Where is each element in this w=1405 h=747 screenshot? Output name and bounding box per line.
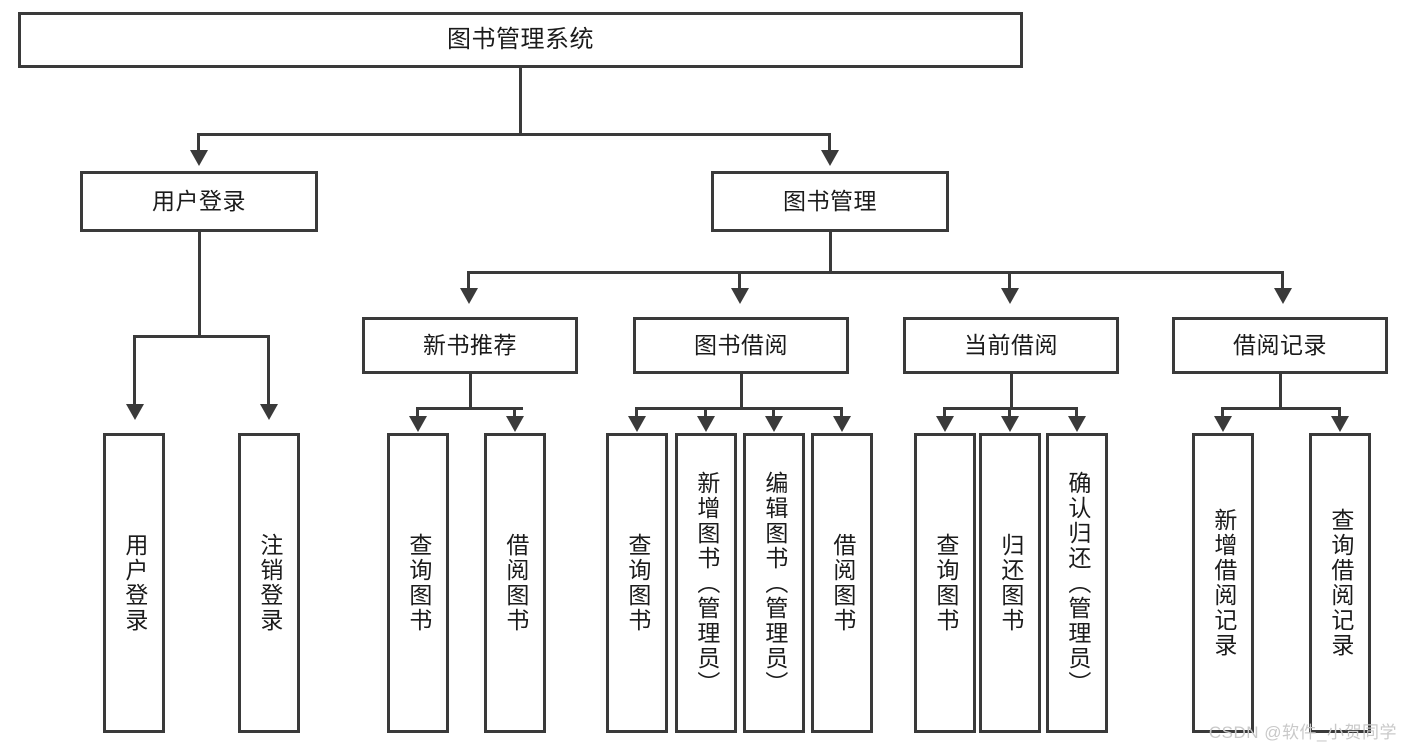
node-label: 图书管理系统: [447, 26, 594, 54]
connector-cb-to-leaf-1: [943, 407, 946, 421]
arrowhead-user-login-leaf-1: [126, 404, 144, 420]
connector-bb-to-leaf-3: [772, 407, 775, 421]
node-user-login[interactable]: 用户登录: [80, 171, 318, 232]
node-label: 借阅图书: [502, 533, 529, 633]
connector-new-book-to-leaf-2: [513, 407, 516, 421]
connector-bm-to-new-book: [467, 271, 470, 293]
arrowhead-user-login-leaf-2: [260, 404, 278, 420]
connector-borrow-record-split-bar: [1221, 407, 1341, 410]
connector-bb-to-leaf-2: [704, 407, 707, 421]
leaf-current-borrow-return-book[interactable]: 归还图书: [979, 433, 1041, 733]
arrowhead-to-book-management: [821, 150, 839, 166]
node-label: 借阅图书: [829, 533, 856, 633]
node-label: 借阅记录: [1233, 332, 1327, 359]
leaf-book-borrow-add-book-admin[interactable]: 新增图书（管理员）: [675, 433, 737, 733]
arrowhead-br-leaf-2: [1331, 416, 1349, 432]
connector-user-login-stem: [198, 232, 201, 338]
arrowhead-book-borrow: [731, 288, 749, 304]
connector-book-borrow-split-bar: [635, 407, 842, 410]
arrowhead-new-book-leaf-1: [409, 416, 427, 432]
connector-root-to-user-login: [197, 133, 200, 156]
leaf-current-borrow-confirm-return-admin[interactable]: 确认归还（管理员）: [1046, 433, 1108, 733]
node-label: 用户登录: [152, 188, 246, 215]
node-label: 当前借阅: [964, 332, 1058, 359]
node-label: 确认归还（管理员）: [1064, 470, 1091, 696]
connector-cb-to-leaf-2: [1008, 407, 1011, 421]
arrowhead-new-book-leaf-2: [506, 416, 524, 432]
arrowhead-cb-leaf-2: [1001, 416, 1019, 432]
node-book-management[interactable]: 图书管理: [711, 171, 949, 232]
arrowhead-current-borrow: [1001, 288, 1019, 304]
connector-book-borrow-stem: [740, 374, 743, 410]
connector-borrow-record-stem: [1279, 374, 1282, 410]
node-label: 查询图书: [932, 533, 959, 633]
connector-br-to-leaf-1: [1221, 407, 1224, 421]
connector-br-to-leaf-2: [1338, 407, 1341, 421]
leaf-book-borrow-edit-book-admin[interactable]: 编辑图书（管理员）: [743, 433, 805, 733]
node-label: 图书借阅: [694, 332, 788, 359]
arrowhead-cb-leaf-3: [1068, 416, 1086, 432]
arrowhead-to-user-login: [190, 150, 208, 166]
connector-bm-to-borrow-record: [1281, 271, 1284, 293]
leaf-borrow-record-add-record[interactable]: 新增借阅记录: [1192, 433, 1254, 733]
arrowhead-cb-leaf-1: [936, 416, 954, 432]
connector-book-management-stem: [829, 232, 832, 274]
connector-user-login-split-bar: [133, 335, 270, 338]
connector-current-borrow-stem: [1010, 374, 1013, 410]
arrowhead-bb-leaf-1: [628, 416, 646, 432]
leaf-book-borrow-borrow-book[interactable]: 借阅图书: [811, 433, 873, 733]
leaf-user-login-logout[interactable]: 注销登录: [238, 433, 300, 733]
arrowhead-new-book-recommend: [460, 288, 478, 304]
leaf-current-borrow-query-book[interactable]: 查询图书: [914, 433, 976, 733]
connector-root-stem: [519, 68, 522, 135]
connector-user-login-to-leaf-1: [133, 335, 136, 409]
node-label: 新增图书（管理员）: [693, 470, 720, 696]
node-label: 编辑图书（管理员）: [761, 470, 788, 696]
node-label: 图书管理: [783, 188, 877, 215]
node-label: 用户登录: [121, 533, 148, 633]
node-book-borrow[interactable]: 图书借阅: [633, 317, 849, 374]
leaf-book-borrow-query-book[interactable]: 查询图书: [606, 433, 668, 733]
arrowhead-borrow-record: [1274, 288, 1292, 304]
node-label: 新增借阅记录: [1210, 508, 1237, 658]
node-label: 查询借阅记录: [1327, 508, 1354, 658]
connector-root-to-book-management: [828, 133, 831, 156]
leaf-user-login-login[interactable]: 用户登录: [103, 433, 165, 733]
node-borrow-record[interactable]: 借阅记录: [1172, 317, 1388, 374]
connector-cb-to-leaf-3: [1075, 407, 1078, 421]
arrowhead-br-leaf-1: [1214, 416, 1232, 432]
node-label: 注销登录: [256, 533, 283, 633]
connector-root-split-bar: [197, 133, 831, 136]
node-label: 归还图书: [997, 533, 1024, 633]
csdn-watermark: CSDN @软件_小贺同学: [1208, 723, 1397, 742]
arrowhead-bb-leaf-4: [833, 416, 851, 432]
node-label: 新书推荐: [423, 332, 517, 359]
connector-bm-to-current-borrow: [1008, 271, 1011, 293]
node-label: 查询图书: [405, 533, 432, 633]
node-new-book-recommend[interactable]: 新书推荐: [362, 317, 578, 374]
connector-new-book-split-bar: [416, 407, 523, 410]
connector-bm-to-book-borrow: [738, 271, 741, 293]
node-label: 查询图书: [624, 533, 651, 633]
leaf-new-book-borrow-book[interactable]: 借阅图书: [484, 433, 546, 733]
connector-new-book-to-leaf-1: [416, 407, 419, 421]
connector-user-login-to-leaf-2: [267, 335, 270, 409]
leaf-borrow-record-query-record[interactable]: 查询借阅记录: [1309, 433, 1371, 733]
connector-new-book-stem: [469, 374, 472, 410]
connector-book-management-split-bar: [467, 271, 1284, 274]
connector-bb-to-leaf-4: [840, 407, 843, 421]
node-root-book-management-system[interactable]: 图书管理系统: [18, 12, 1023, 68]
arrowhead-bb-leaf-2: [697, 416, 715, 432]
connector-bb-to-leaf-1: [635, 407, 638, 421]
node-current-borrow[interactable]: 当前借阅: [903, 317, 1119, 374]
leaf-new-book-query-book[interactable]: 查询图书: [387, 433, 449, 733]
arrowhead-bb-leaf-3: [765, 416, 783, 432]
